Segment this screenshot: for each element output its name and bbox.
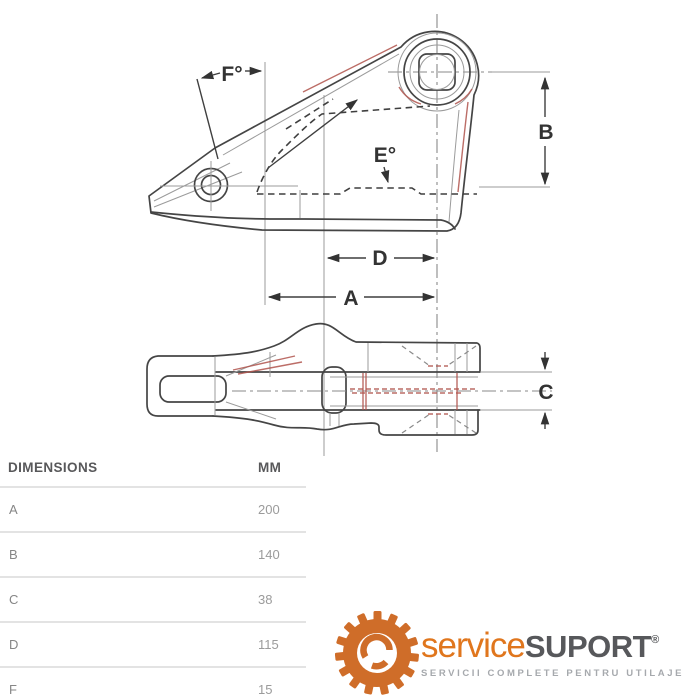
dim-label-a: A [343, 287, 358, 310]
table-row: A 200 [0, 486, 306, 531]
dim-value: 15 [258, 682, 273, 697]
table-row: C 38 [0, 576, 306, 621]
dim-name: A [9, 502, 18, 517]
logo-wordmark: serviceSUPORT® SERVICII COMPLETE PENTRU … [421, 626, 684, 679]
dim-value: 115 [258, 637, 279, 652]
dim-label-d: D [372, 247, 387, 270]
dim-label-e: E° [374, 144, 396, 167]
dim-name: B [9, 547, 18, 562]
dim-label-c: C [538, 381, 553, 404]
dim-name: D [9, 637, 19, 652]
dim-name: C [9, 592, 19, 607]
gear-icon [335, 611, 419, 695]
brand-service: service [421, 626, 526, 665]
brand-suport: SUPORT [524, 629, 652, 664]
dim-name: F [9, 682, 17, 697]
dimensions-table: DIMENSIONS MM A 200 B 140 C 38 D 115 F 1… [0, 448, 306, 700]
table-row: F 15 [0, 666, 306, 700]
table-header-unit: MM [258, 459, 282, 475]
dim-value: 200 [258, 502, 280, 517]
plan-view [146, 322, 552, 436]
side-view [148, 14, 550, 456]
table-row: B 140 [0, 531, 306, 576]
dim-value: 140 [258, 547, 280, 562]
dimension-labels: F° E° B D A C [221, 63, 553, 404]
dim-label-b: B [538, 121, 553, 144]
technical-drawing: F° E° B D A C [146, 14, 554, 456]
dim-label-f: F° [221, 63, 242, 86]
service-suport-logo: serviceSUPORT® SERVICII COMPLETE PENTRU … [335, 604, 700, 700]
logo-tagline: SERVICII COMPLETE PENTRU UTILAJE [421, 668, 685, 679]
registered-mark: ® [651, 634, 660, 646]
table-header-dimensions: DIMENSIONS [8, 459, 98, 475]
dimension-lines [196, 66, 550, 429]
table-header-row: DIMENSIONS MM [0, 448, 306, 486]
table-row: D 115 [0, 621, 306, 666]
dim-value: 38 [258, 592, 273, 607]
